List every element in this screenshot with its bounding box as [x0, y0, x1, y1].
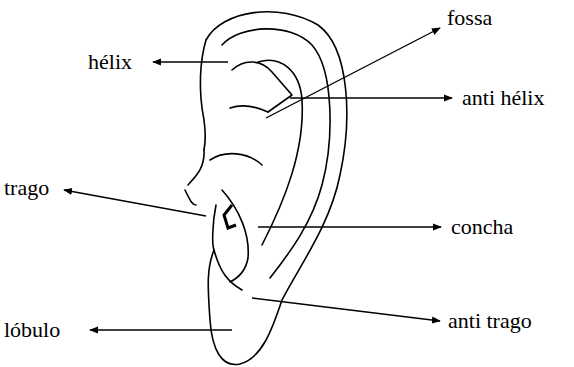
- part-label: hélix: [88, 49, 132, 75]
- part-label: fossa: [447, 5, 492, 31]
- part-label: lóbulo: [4, 317, 60, 343]
- part-label: anti trago: [448, 308, 532, 334]
- part-label: concha: [451, 214, 513, 240]
- part-label: trago: [4, 175, 49, 201]
- part-label: anti hélix: [462, 85, 544, 111]
